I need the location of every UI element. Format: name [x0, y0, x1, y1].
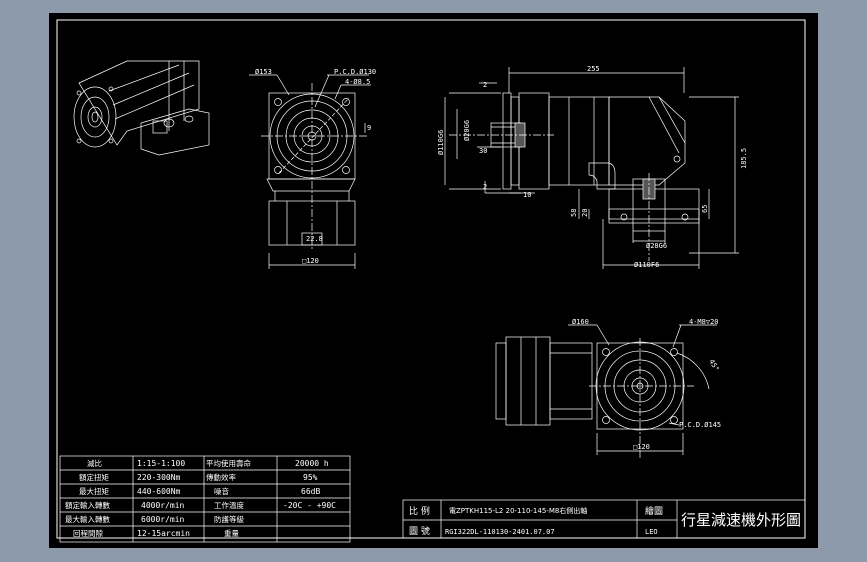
title-num-label: 圖 號 [409, 525, 430, 537]
side-bore-label: Ø20G6 [463, 120, 471, 141]
spec-value: 20000 h [295, 459, 329, 468]
front-pcd-label: P.C.D.Ø130 [334, 68, 376, 76]
spec-value: 440-600Nm [137, 487, 181, 496]
side-spigot-label: Ø110G6 [437, 130, 445, 155]
spec-label: 噪音 [214, 486, 229, 496]
spec-label: 防護等級 [214, 514, 244, 524]
spec-row-4: 額定輸入轉數 4000r/min 工作溫度 -20C - +90C [65, 500, 336, 510]
drawing-sheet: Ø153 P.C.D.Ø130 4-Ø8.5 9 22.8 □120 [49, 13, 818, 548]
spec-label: 重量 [224, 529, 239, 538]
spec-label: 額定扭矩 [79, 472, 109, 482]
spec-value: 4000r/min [141, 501, 185, 510]
side-depth-label: 30 [479, 147, 487, 155]
bottom-dia-label: Ø160 [572, 318, 589, 326]
title-scale-label: 比 例 [409, 505, 430, 517]
spec-value: 66dB [301, 487, 320, 496]
spec-label: 減比 [87, 458, 102, 468]
spec-value: 6000r/min [141, 515, 185, 524]
title-block [402, 499, 806, 539]
side-view [444, 67, 739, 269]
spec-row-1: 減比 1:15-1:100 平均使用壽命 20000 h [87, 458, 329, 468]
bottom-angle-label: 45° [707, 358, 720, 373]
spec-label: 工作溫度 [214, 500, 244, 510]
side-offset-label: 2 [483, 183, 487, 191]
title-drawing-no: RGI322DL-110130-2401.07.07 [445, 528, 555, 536]
isometric-view [73, 60, 210, 156]
spec-row-3: 最大扭矩 440-600Nm 噪音 66dB [79, 486, 320, 496]
front-dia-label: Ø153 [255, 68, 272, 76]
spec-label: 最大輸入轉數 [65, 514, 110, 524]
spec-row-6: 回程間隙 12-15arcmin 重量 [73, 529, 239, 538]
spec-label: 傳動效率 [206, 472, 236, 482]
front-shaft-label: 22.8 [306, 235, 323, 243]
side-spigot-bottom-label: Ø110F6 [634, 261, 659, 269]
side-flange-label: 2 [483, 81, 487, 89]
title-model-desc: 電ZPTKH115-L2 20-110-145-M8右側出軸 [449, 506, 587, 515]
spec-row-2: 額定扭矩 220-300Nm 傳動效率 95% [79, 472, 318, 482]
side-small-label: 10 [523, 191, 531, 199]
bottom-view [495, 324, 717, 458]
spec-value: 220-300Nm [137, 473, 181, 482]
front-view [249, 74, 371, 269]
spec-value: -20C - +90C [283, 501, 336, 510]
bottom-pcd-label: P.C.D.Ø145 [679, 421, 721, 429]
side-length-label: 255 [587, 65, 600, 73]
side-58-label: 58 [570, 209, 578, 217]
spec-row-5: 最大輸入轉數 6000r/min 防護等級 [65, 514, 244, 524]
front-key-label: 9 [367, 124, 371, 132]
drawing-title: 行星減速機外形圖 [681, 511, 801, 529]
bottom-holes-label: 4-M8▽20 [689, 318, 719, 326]
spec-label: 最大扭矩 [79, 486, 109, 496]
side-height-label: 185.5 [740, 148, 748, 169]
side-20-label: 20 [581, 209, 589, 217]
spec-label: 回程間隙 [73, 529, 103, 538]
spec-label: 平均使用壽命 [206, 458, 251, 468]
spec-value: 1:15-1:100 [137, 459, 185, 468]
side-65-label: 65 [701, 205, 709, 213]
spec-value: 95% [303, 473, 318, 482]
front-square-label: □120 [302, 257, 319, 265]
front-holes-label: 4-Ø8.5 [345, 78, 370, 86]
title-drafter: LEO [645, 528, 658, 536]
spec-label: 額定輸入轉數 [65, 500, 110, 510]
spec-table [59, 455, 351, 543]
side-bore-bottom-label: Ø28G6 [646, 242, 667, 250]
spec-value: 12-15arcmin [137, 529, 190, 538]
bottom-square-label: □120 [633, 443, 650, 451]
title-draw-label: 繪圖 [645, 505, 663, 517]
